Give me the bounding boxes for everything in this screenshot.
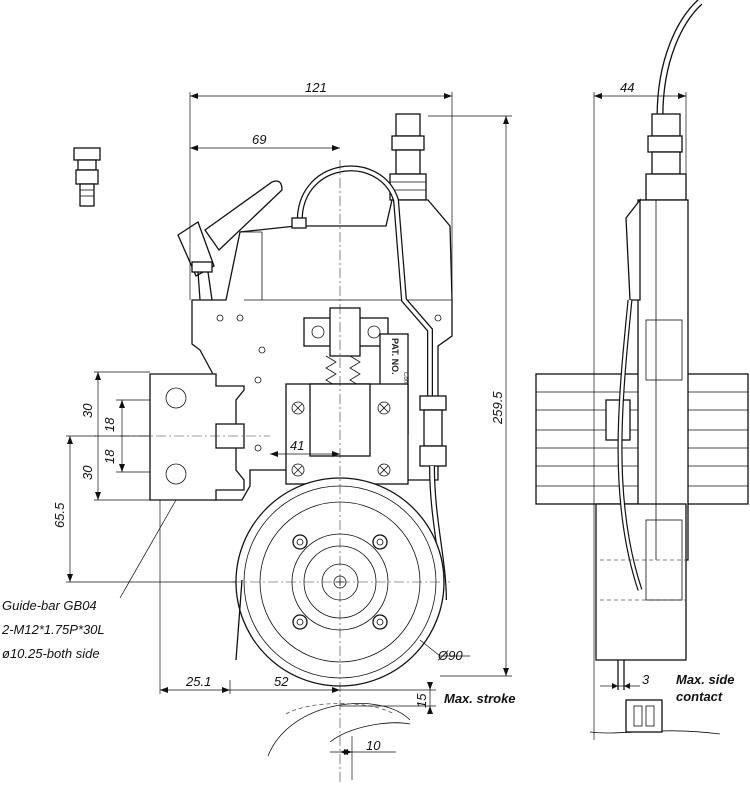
dimension-arrows bbox=[67, 93, 509, 755]
dim-diameter-90: Ø90 bbox=[437, 648, 463, 663]
hose-end-fitting bbox=[73, 147, 101, 207]
air-fitting bbox=[419, 395, 447, 601]
max-stroke-label: Max. stroke bbox=[444, 691, 516, 706]
air-hose bbox=[86, 14, 411, 151]
dim-30-top: 30 bbox=[80, 403, 95, 418]
side-view-hose bbox=[645, 0, 703, 201]
guide-bar bbox=[149, 373, 245, 501]
dim-10: 10 bbox=[366, 738, 381, 753]
stroke-arc bbox=[267, 703, 411, 757]
screw-spec-label: 2-M12*1.75P*30L bbox=[1, 622, 105, 637]
side-view-contact bbox=[589, 699, 721, 735]
dim-15: 15 bbox=[414, 693, 429, 708]
dim-30-bottom: 30 bbox=[80, 465, 95, 480]
nameplate-pat-no: PAT. NO. bbox=[390, 338, 400, 375]
clamp-lever bbox=[177, 180, 283, 301]
hole-spec-label: ø10.25-both side bbox=[2, 646, 100, 661]
side-view-dimensions bbox=[593, 92, 687, 740]
dim-69: 69 bbox=[252, 132, 266, 147]
dim-18-lower: 18 bbox=[102, 449, 117, 464]
dim-52: 52 bbox=[274, 674, 289, 689]
dim-41: 41 bbox=[290, 438, 304, 453]
hose-connector-top bbox=[389, 113, 427, 201]
dim-44: 44 bbox=[620, 80, 634, 95]
dim-25-1: 25.1 bbox=[185, 674, 211, 689]
dim-18-upper: 18 bbox=[102, 417, 117, 432]
dimension-lines bbox=[66, 92, 512, 780]
max-side-contact-line1: Max. side bbox=[676, 672, 735, 687]
dim-3: 3 bbox=[642, 672, 650, 687]
cylinder-block bbox=[285, 383, 409, 485]
max-side-contact-line2: contact bbox=[676, 689, 723, 704]
dim-65-5: 65.5 bbox=[52, 502, 67, 528]
side-view-body bbox=[595, 198, 689, 690]
dim-121: 121 bbox=[305, 80, 327, 95]
guide-bar-label: Guide-bar GB04 bbox=[2, 598, 97, 613]
dim-259-5: 259.5 bbox=[490, 391, 505, 425]
top-cable-loop bbox=[291, 165, 433, 400]
